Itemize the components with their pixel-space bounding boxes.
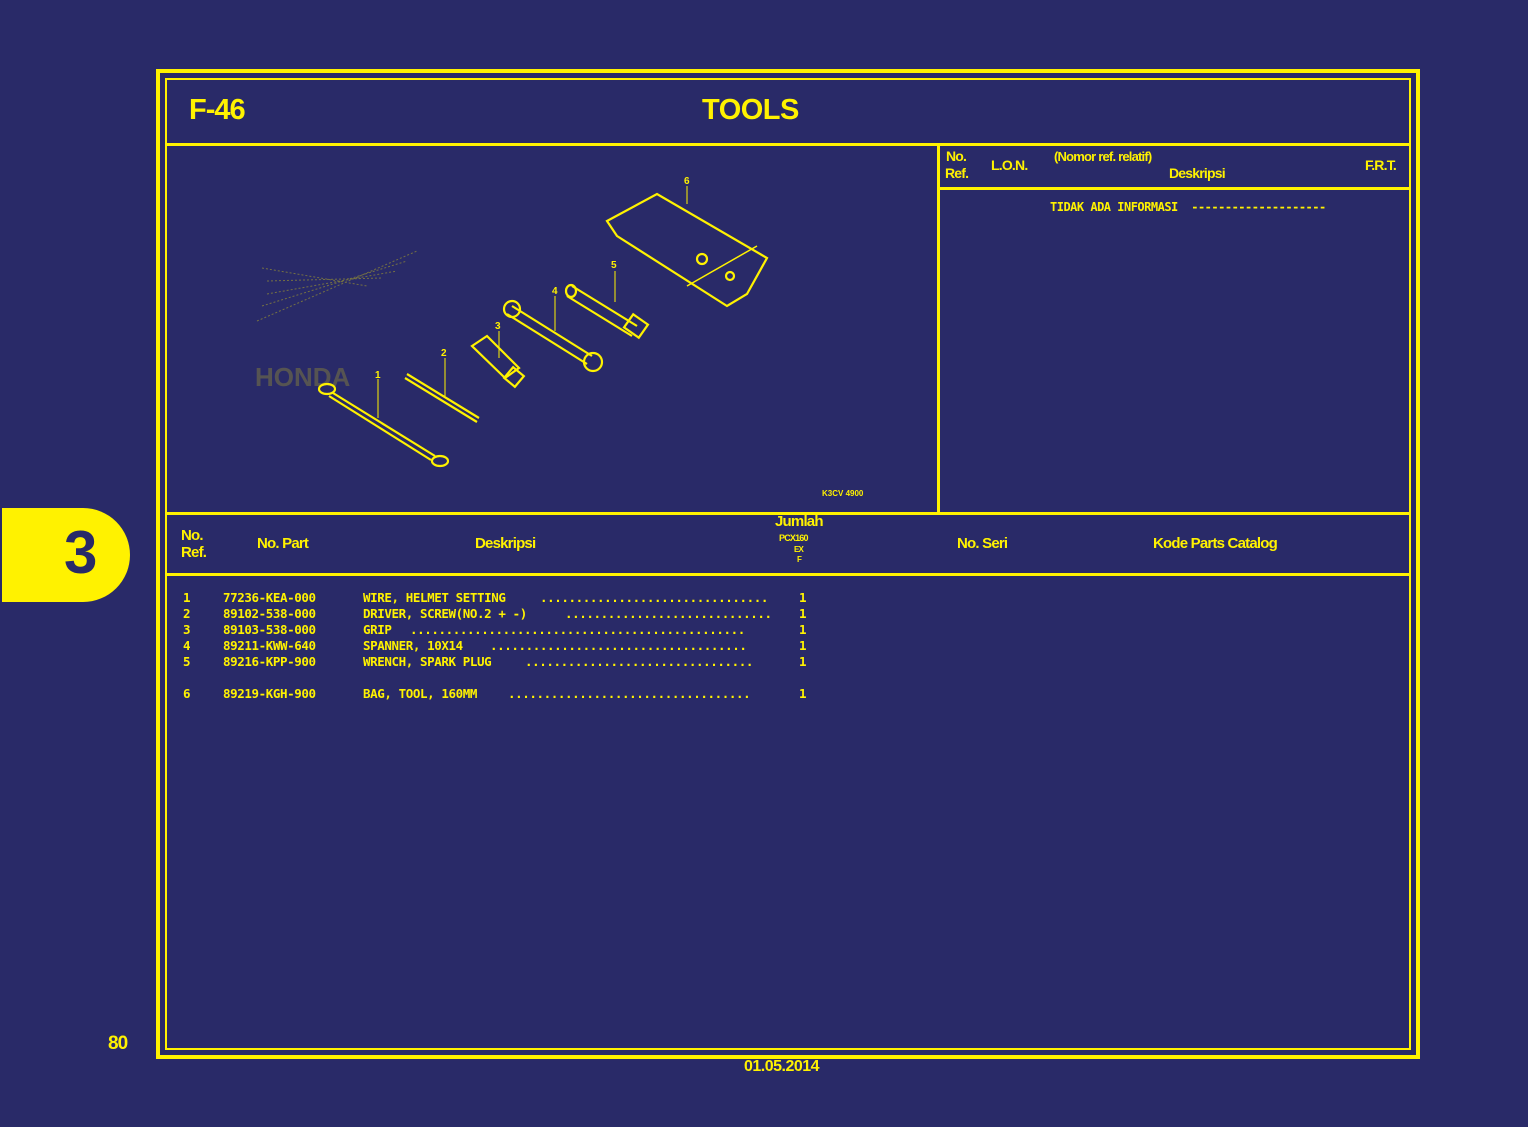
row-part-no: 89102-538-000 (223, 606, 316, 621)
parts-table-header: No. Ref. No. Part Deskripsi Jumlah PCX16… (167, 512, 1409, 576)
col-ref-2: Ref. (181, 544, 207, 561)
row-ref: 5 (183, 654, 191, 669)
section-number: 3 (64, 519, 98, 586)
lon-col-relative: (Nomor ref. relatif) (1054, 149, 1152, 164)
row-ref: 3 (183, 622, 191, 637)
col-part-no: No. Part (257, 535, 309, 552)
lon-panel: No. Ref. L.O.N. (Nomor ref. relatif) Des… (940, 146, 1409, 512)
row-description: DRIVER, SCREW(NO.2 + -) (363, 606, 527, 621)
honda-watermark-icon: HONDA (255, 250, 418, 392)
row-part-no: 89219-KGH-900 (223, 686, 316, 701)
tools-illustration: HONDA (255, 176, 769, 468)
row-leader: ................................ (525, 654, 754, 669)
row-description: WRENCH, SPARK PLUG (363, 654, 492, 669)
row-qty: 1 (799, 622, 807, 637)
callout-1: 1 (375, 370, 381, 381)
page-title: TOOLS (702, 94, 799, 126)
col-catalog-code: Kode Parts Catalog (1153, 535, 1278, 552)
row-part-no: 89216-KPP-900 (223, 654, 316, 669)
tool-bag-icon (605, 186, 769, 308)
row-description: BAG, TOOL, 160MM (363, 686, 478, 701)
lon-col-frt: F.R.T. (1365, 157, 1397, 173)
col-qty-variant: F (797, 555, 802, 564)
row-leader: ............................. (565, 606, 772, 621)
table-row[interactable]: 2 89102-538-000 DRIVER, SCREW(NO.2 + -) … (167, 606, 807, 622)
spark-plug-wrench-icon (564, 271, 650, 340)
lon-col-lon: L.O.N. (991, 157, 1028, 173)
row-qty: 1 (799, 654, 807, 669)
exploded-diagram: HONDA (167, 146, 940, 512)
row-description: SPANNER, 10X14 (363, 638, 463, 653)
row-leader: .................................... (490, 638, 747, 653)
lon-col-ref-2: Ref. (945, 165, 969, 181)
diagram-image-code: K3CV 4900 (822, 489, 864, 498)
lon-empty-message: TIDAK ADA INFORMASI -------------------- (1050, 200, 1326, 214)
row-part-no: 89211-KWW-640 (223, 638, 316, 653)
row-qty: 1 (799, 606, 807, 621)
row-ref: 2 (183, 606, 191, 621)
lon-header: No. Ref. L.O.N. (Nomor ref. relatif) Des… (940, 146, 1409, 190)
callout-4: 4 (552, 286, 558, 297)
row-leader: .................................. (508, 686, 751, 701)
table-row[interactable]: 1 77236-KEA-000 WIRE, HELMET SETTING ...… (167, 590, 807, 606)
catalog-page-frame: F-46 TOOLS HONDA (156, 69, 1420, 1059)
row-ref: 4 (183, 638, 191, 653)
callout-5: 5 (611, 260, 617, 271)
col-qty-title: Jumlah (775, 513, 824, 530)
grip-icon (470, 331, 526, 389)
row-description: GRIP (363, 622, 392, 637)
publish-date: 01.05.2014 (744, 1058, 820, 1075)
page-number: 80 (108, 1033, 128, 1054)
col-serial: No. Seri (957, 535, 1008, 552)
section-tab[interactable]: 3 (2, 508, 130, 602)
row-ref: 1 (183, 590, 191, 605)
callout-2: 2 (441, 348, 447, 359)
col-description: Deskripsi (475, 535, 536, 552)
lon-col-desc: Deskripsi (1169, 165, 1226, 181)
row-leader: ................................ (540, 590, 769, 605)
wire-icon (317, 379, 450, 468)
table-row[interactable]: 6 89219-KGH-900 BAG, TOOL, 160MM .......… (167, 686, 807, 702)
catalog-page-inner: F-46 TOOLS HONDA (165, 78, 1411, 1050)
row-ref: 6 (183, 686, 191, 701)
lon-col-ref-1: No. (946, 148, 967, 164)
svg-text:HONDA: HONDA (255, 362, 351, 392)
figure-code: F-46 (189, 94, 246, 126)
row-part-no: 89103-538-000 (223, 622, 316, 637)
row-qty: 1 (799, 686, 807, 701)
row-leader: ........................................… (410, 622, 745, 637)
spanner-icon (502, 296, 604, 373)
row-qty: 1 (799, 638, 807, 653)
title-row: F-46 TOOLS (167, 80, 1409, 146)
row-qty: 1 (799, 590, 807, 605)
table-row[interactable]: 5 89216-KPP-900 WRENCH, SPARK PLUG .....… (167, 654, 807, 670)
table-row[interactable]: 4 89211-KWW-640 SPANNER, 10X14 .........… (167, 638, 807, 654)
table-row[interactable]: 3 89103-538-000 GRIP ...................… (167, 622, 807, 638)
row-part-no: 77236-KEA-000 (223, 590, 316, 605)
col-qty-model: PCX160 (779, 533, 809, 543)
callout-6: 6 (684, 176, 690, 187)
callout-3: 3 (495, 321, 501, 332)
screwdriver-icon (404, 358, 480, 423)
row-description: WIRE, HELMET SETTING (363, 590, 506, 605)
col-qty-type: EX (794, 545, 804, 554)
col-ref-1: No. (181, 527, 204, 544)
